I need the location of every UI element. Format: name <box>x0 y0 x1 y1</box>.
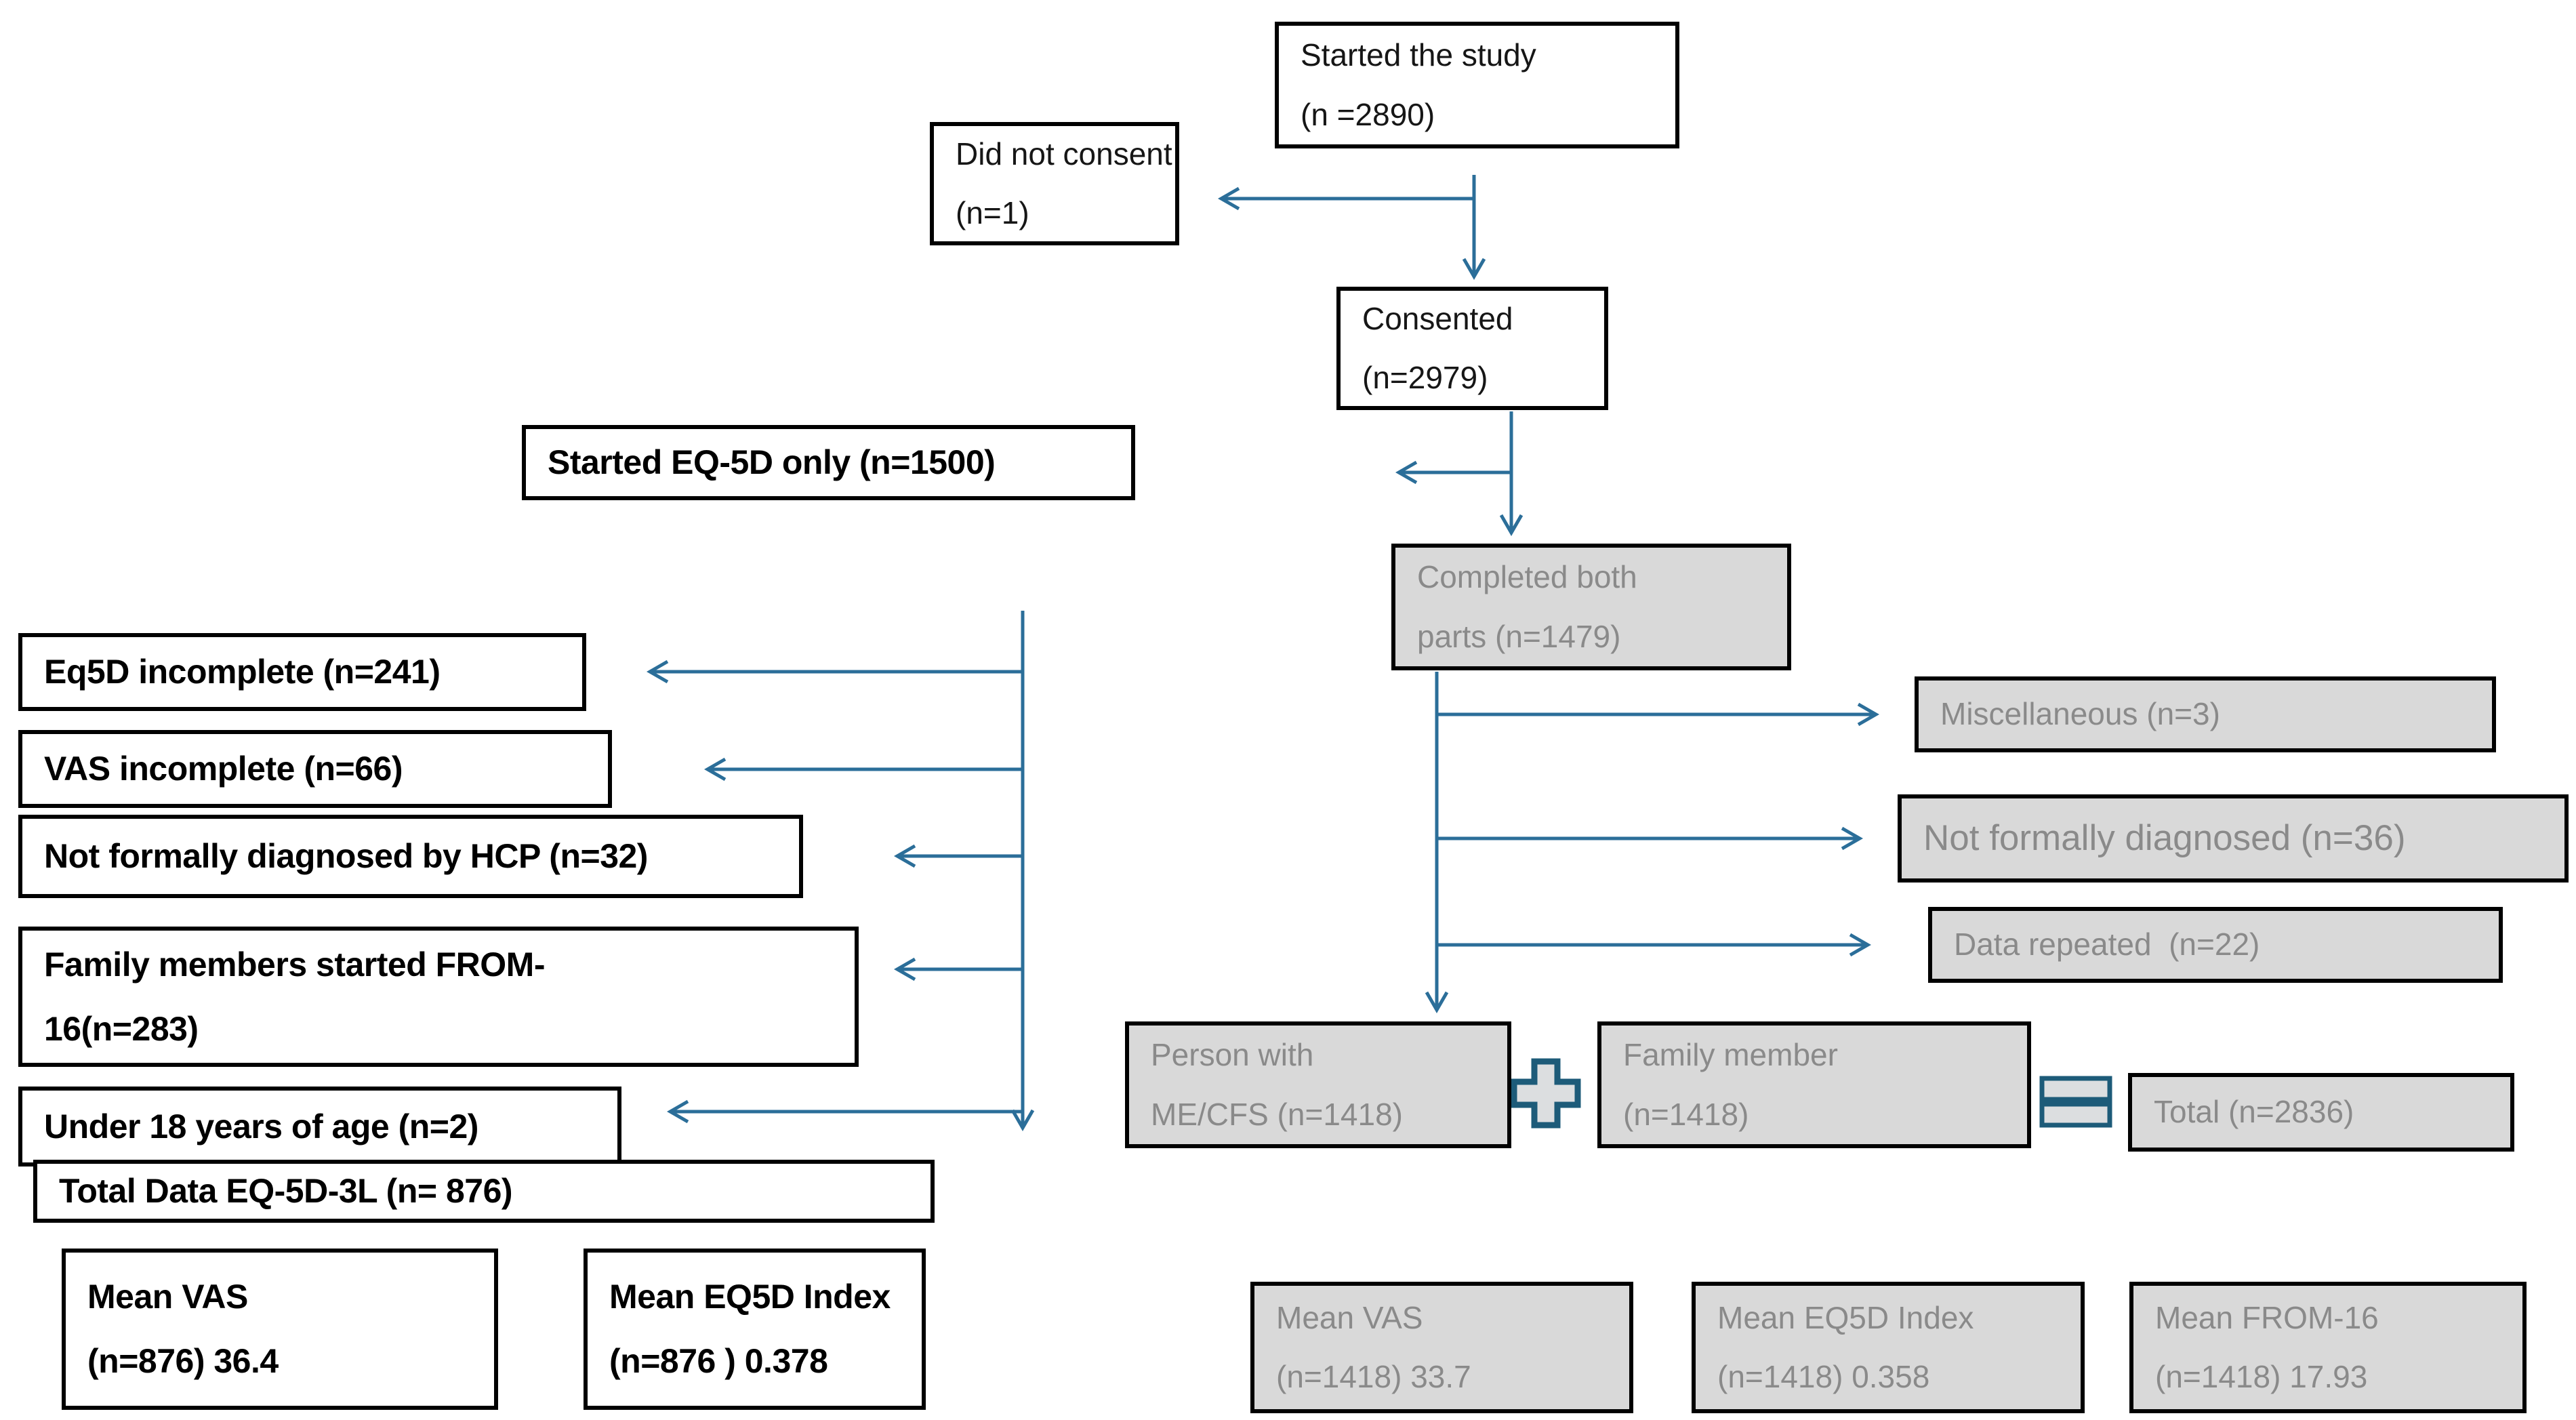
box-text: Mean VAS <box>1276 1299 1423 1335</box>
box-mean-vas-right: Mean VAS (n=1418) 33.7 <box>1250 1282 1633 1413</box>
box-text: Family members started FROM- <box>44 945 545 983</box>
box-mean-eq5d-index-left: Mean EQ5D Index (n=876 ) 0.378 <box>584 1249 926 1410</box>
box-consented: Consented (n=2979) <box>1336 287 1608 410</box>
box-mean-eq5d-index-right: Mean EQ5D Index (n=1418) 0.358 <box>1692 1282 2085 1413</box>
box-eq5d-incomplete: Eq5D incomplete (n=241) <box>18 633 586 711</box>
box-miscellaneous: Miscellaneous (n=3) <box>1915 676 2496 752</box>
box-text: (n=1418) 0.358 <box>1717 1359 1930 1394</box>
box-family-member: Family member (n=1418) <box>1597 1021 2031 1148</box>
box-vas-incomplete: VAS incomplete (n=66) <box>18 730 612 808</box>
box-mean-vas-eq5d3l: Mean VAS (n=876) 36.4 <box>62 1249 498 1410</box>
box-text: Completed both <box>1417 559 1637 595</box>
box-text: Eq5D incomplete (n=241) <box>44 653 441 691</box>
box-text: (n=1) <box>956 195 1029 230</box>
box-text: Consented <box>1362 300 1513 336</box>
box-started-eq5d-only: Started EQ-5D only (n=1500) <box>522 425 1135 500</box>
box-text: (n=1418) 17.93 <box>2155 1359 2368 1394</box>
box-text: Person with <box>1151 1037 1314 1073</box>
box-text: Started EQ-5D only (n=1500) <box>548 443 996 481</box>
box-text: VAS incomplete (n=66) <box>44 750 403 788</box>
box-text: (n=1418) <box>1623 1096 1749 1132</box>
box-not-formally-diagnosed: Not formally diagnosed (n=36) <box>1898 794 2569 883</box>
box-family-started-from16: Family members started FROM- 16(n=283) <box>18 927 859 1067</box>
box-text: Miscellaneous (n=3) <box>1940 696 2220 732</box>
box-text: Data repeated (n=22) <box>1954 927 2260 962</box>
box-completed-both-parts: Completed both parts (n=1479) <box>1391 544 1791 670</box>
equals-icon <box>2039 1076 2112 1128</box>
box-text: (n=876) 36.4 <box>87 1342 279 1380</box>
box-mean-from16-right: Mean FROM-16 (n=1418) 17.93 <box>2129 1282 2527 1413</box>
box-text: Not formally diagnosed (n=36) <box>1923 817 2406 858</box>
box-text: (n =2890) <box>1301 96 1435 132</box>
box-person-with-mecfs: Person with ME/CFS (n=1418) <box>1125 1021 1511 1148</box>
box-text: Mean VAS <box>87 1278 248 1316</box>
box-text: Mean EQ5D Index <box>1717 1299 1974 1335</box>
box-under-18: Under 18 years of age (n=2) <box>18 1087 621 1167</box>
box-text: (n=2979) <box>1362 360 1488 395</box>
box-did-not-consent: Did not consent (n=1) <box>930 122 1179 245</box>
box-text: Started the study <box>1301 37 1536 73</box>
box-text: 16(n=283) <box>44 1009 199 1048</box>
plus-icon <box>1511 1058 1581 1129</box>
box-text: ME/CFS (n=1418) <box>1151 1096 1403 1132</box>
box-text: Mean FROM-16 <box>2155 1299 2379 1335</box>
box-text: Family member <box>1623 1037 1838 1073</box>
box-text: Did not consent <box>956 136 1172 171</box>
box-text: (n=876 ) 0.378 <box>609 1342 828 1380</box>
box-text: Total (n=2836) <box>2154 1094 2354 1130</box>
box-text: Not formally diagnosed by HCP (n=32) <box>44 837 648 875</box>
box-data-repeated: Data repeated (n=22) <box>1928 907 2503 983</box>
box-text: Mean EQ5D Index <box>609 1278 891 1316</box>
box-total-2836: Total (n=2836) <box>2128 1073 2514 1152</box>
box-total-eq5d3l: Total Data EQ-5D-3L (n= 876) <box>33 1160 935 1223</box>
box-not-formally-diagnosed-hcp: Not formally diagnosed by HCP (n=32) <box>18 815 803 898</box>
box-text: parts (n=1479) <box>1417 618 1621 654</box>
box-text: Under 18 years of age (n=2) <box>44 1107 478 1145</box>
box-text: (n=1418) 33.7 <box>1276 1359 1471 1394</box>
box-text: Total Data EQ-5D-3L (n= 876) <box>59 1172 513 1210</box>
box-started-study: Started the study (n =2890) <box>1275 22 1679 148</box>
